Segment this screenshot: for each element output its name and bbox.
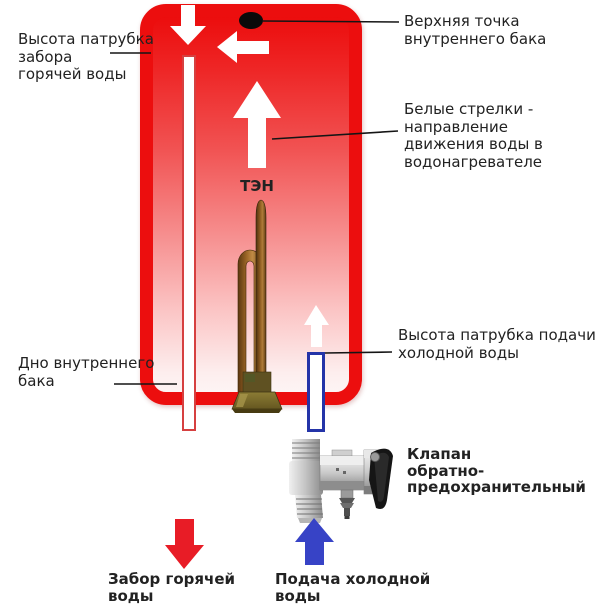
label-line: Белые стрелки - (404, 100, 534, 118)
drain-nipple-neck (340, 489, 354, 499)
valve-top-thread-lines (292, 442, 320, 459)
label-line: Клапан (407, 445, 472, 463)
drain-nipple-barb (340, 503, 354, 508)
valve-stamp-mark (336, 468, 339, 471)
label-line: Дно внутреннего (18, 354, 155, 372)
hot-water-down-arrow-icon (165, 519, 204, 569)
valve-left-body (289, 461, 323, 495)
label-safety-valve: Клапан обратно- предохранительный (407, 446, 586, 496)
valve-hex-top-facet (320, 456, 366, 465)
label-line: Высота патрубка (18, 30, 154, 48)
heating-element-image (231, 199, 283, 413)
label-line: холодной воды (398, 343, 519, 362)
valve-lever-screw (370, 452, 380, 462)
label-top-point: Верхняя точка внутреннего бака (404, 12, 547, 48)
label-line: внутреннего бака (404, 29, 547, 48)
anode-tube (255, 199, 267, 393)
label-hot-outlet-height: Высота патрубка забора горячей воды (18, 30, 154, 84)
label-line: предохранительный (407, 478, 586, 496)
label-line: направление (404, 117, 508, 136)
safety-valve-image (289, 439, 393, 523)
valve-hex-bottom-facet (320, 481, 366, 490)
label-line: Высота патрубка подачи (398, 326, 596, 344)
flange-bottom-edge (232, 409, 282, 413)
drain-nipple-stem (344, 508, 350, 516)
label-line: забора (18, 47, 73, 66)
valve-bottom-tip (298, 518, 322, 523)
element-base-detail (245, 374, 255, 382)
valve-lever-highlight (374, 452, 389, 502)
label-hot-water-intake: Забор горячей воды (108, 571, 235, 604)
label-line: воды (108, 586, 154, 605)
drain-nipple-tip (344, 516, 350, 519)
label-heating-element: ТЭН (240, 177, 274, 195)
label-line: водонагревателе (404, 152, 543, 171)
label-line: горячей воды (18, 65, 127, 83)
label-cold-water-supply: Подача холодной воды (275, 571, 430, 604)
label-white-arrows-note: Белые стрелки - направление движения вод… (404, 100, 543, 171)
valve-bottom-thread-lines (296, 498, 323, 515)
drain-nipple-barb (339, 498, 355, 503)
flange-highlight (236, 394, 248, 407)
label-cold-inlet-height: Высота патрубка подачи холодной воды (398, 326, 596, 362)
label-line: движения воды в (404, 135, 543, 153)
label-line: бака (18, 371, 55, 390)
label-line: воды (275, 586, 321, 605)
label-line: Верхняя точка (404, 12, 520, 30)
label-line: Подача холодной (275, 570, 431, 588)
cold-water-up-arrow-icon (295, 518, 334, 565)
tank-top-point-dot (239, 12, 263, 29)
label-tank-bottom: Дно внутреннего бака (18, 354, 155, 390)
valve-stamp-mark (343, 471, 346, 474)
valve-bottom-thread (295, 495, 323, 518)
cold-water-pipe (307, 352, 325, 432)
inner-tank (140, 4, 362, 405)
label-line: Забор горячей (108, 570, 236, 588)
label-line: обратно- (407, 461, 485, 480)
hot-water-pipe (182, 55, 196, 431)
